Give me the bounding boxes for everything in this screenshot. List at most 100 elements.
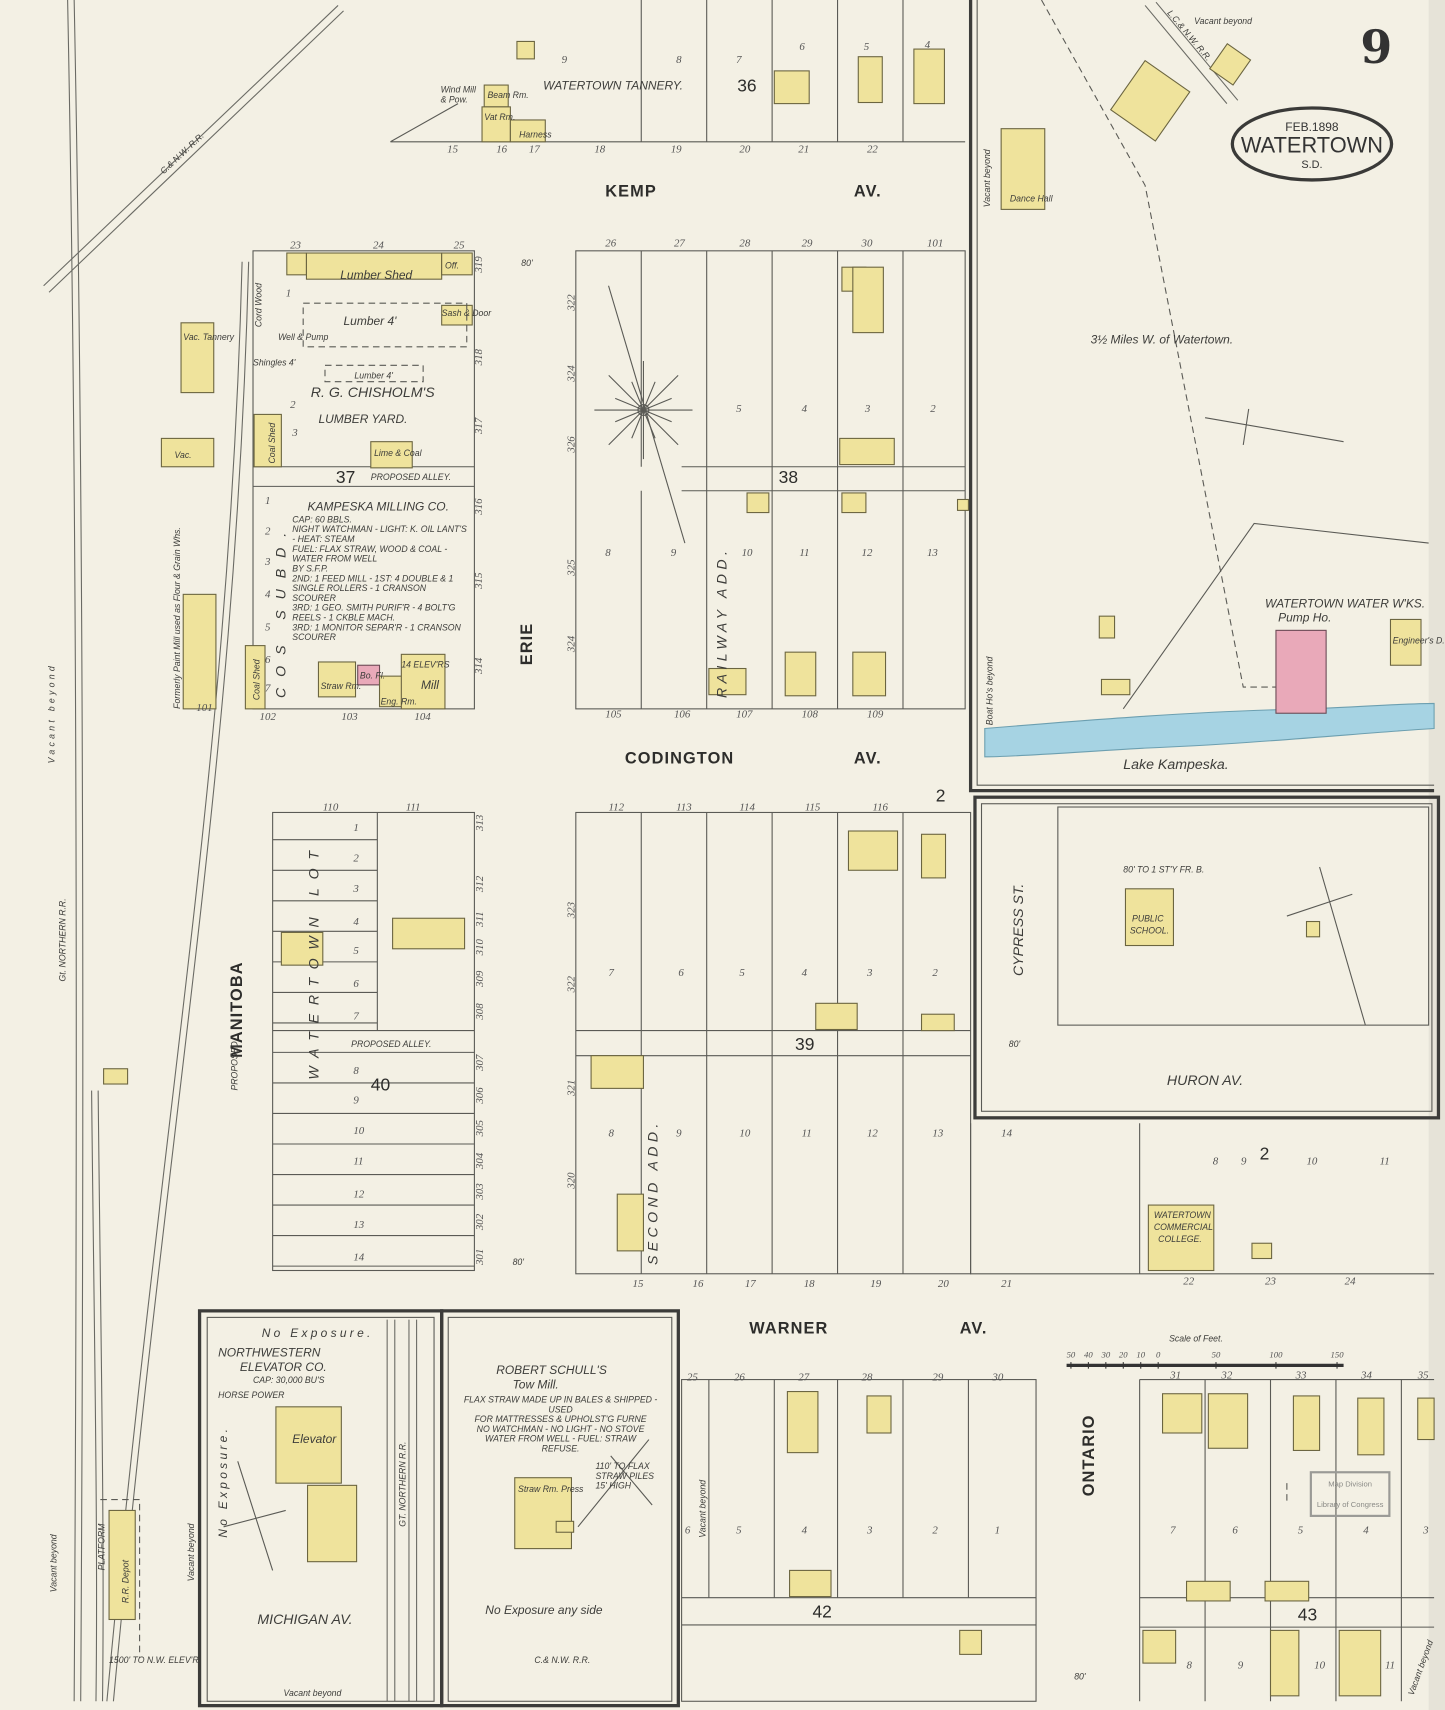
lake-label: Lake Kampeska.	[1123, 757, 1228, 773]
sheet-number: 9	[1360, 20, 1392, 74]
lot-number: 313	[474, 814, 486, 832]
tow-mill-piles: 110' TO FLAX STRAW PILES 15' HIGH	[595, 1461, 654, 1491]
compass-ray	[631, 381, 644, 411]
library-stamp: Map Division Library of Congress	[1309, 1471, 1391, 1517]
lot-number: 322	[566, 294, 578, 312]
lot-number: 18	[804, 1278, 815, 1290]
lot-number: 326	[566, 436, 578, 454]
lot-number: 8	[1213, 1156, 1219, 1168]
milling-boiler: Bo. Fl.	[360, 670, 385, 680]
lot-number: 21	[1001, 1278, 1012, 1290]
lot-number: 28	[739, 237, 750, 249]
lot-number: 106	[674, 709, 691, 721]
lot-number: 13	[932, 1127, 943, 1139]
sheet-ref-2b: 2	[1260, 1143, 1270, 1163]
lot-number: 8	[676, 54, 682, 66]
north-arrow-icon-water	[1204, 408, 1344, 446]
block-39: 39	[795, 1034, 814, 1054]
scale-tick-label: 50	[1067, 1350, 1076, 1360]
lot-number: 4	[353, 916, 359, 928]
lot-number: 9	[353, 1095, 359, 1107]
compass-ray	[608, 409, 644, 446]
lot-number: 113	[676, 801, 692, 813]
lot-number: 102	[260, 711, 277, 723]
lot-number: 1	[995, 1524, 1000, 1536]
lumber-office: Off.	[445, 260, 459, 270]
railroad-tracks	[43, 0, 1239, 1702]
proposed-label: PROPOSED	[230, 1040, 240, 1090]
rr-depot: R.R. Depot	[121, 1559, 131, 1603]
lot-number: 13	[927, 547, 938, 559]
lot-number: 34	[1360, 1369, 1372, 1381]
lot-number: 27	[674, 237, 685, 249]
sheet-state: S.D.	[1301, 159, 1322, 171]
lot-number: 5	[353, 945, 359, 957]
lot-number: 325	[566, 559, 578, 577]
elevator-label: Elevator	[292, 1432, 337, 1446]
street-cypress: CYPRESS ST.	[1011, 884, 1027, 976]
vacant-left-1: Vacant beyond	[47, 663, 57, 763]
scale-tick-label: 0	[1156, 1350, 1161, 1360]
north-arrow-icon	[594, 285, 693, 544]
vacant-building: Vac.	[174, 450, 191, 460]
milling-elevators: 14 ELEV'RS	[401, 659, 449, 669]
lot-number: 2	[265, 525, 271, 537]
lot-number: 114	[739, 801, 755, 813]
lot-number: 3	[866, 967, 873, 979]
lot-number: 3	[352, 883, 359, 895]
place-labels: WATERTOWN TANNERY. Beam Rm. Vat Rm. Harn…	[97, 78, 1445, 1697]
compass-ray	[642, 409, 656, 439]
vacant-left-3: Vacant beyond	[186, 1522, 196, 1581]
lake-kampeska	[984, 702, 1435, 758]
block-36: 36	[737, 76, 756, 96]
lot-number: 10	[1306, 1156, 1317, 1168]
block-numbers: 36 37 38 39 40 42 43 2 2 PROPOSED ALLEY.…	[336, 76, 1317, 1625]
lot-number: 24	[1345, 1276, 1356, 1288]
street-erie: ERIE	[518, 623, 536, 666]
lumber-shed-label: Lumber Shed	[340, 268, 412, 282]
lot-number: 323	[566, 901, 578, 919]
sheet-ref-2a: 2	[936, 786, 946, 806]
lot-number: 12	[862, 547, 873, 559]
lot-number: 320	[566, 1172, 578, 1190]
north-arrow-icon-elevator	[223, 1461, 286, 1571]
lot-number: 7	[609, 967, 615, 979]
lot-number: 2	[930, 403, 936, 415]
platform: PLATFORM	[97, 1523, 107, 1571]
lot-number: 2	[932, 1524, 938, 1536]
scale-tick-label: 30	[1100, 1350, 1110, 1360]
title-cartouche	[1230, 106, 1394, 182]
street-ontario: ONTARIO	[1080, 1414, 1098, 1496]
lot-number: 303	[474, 1183, 486, 1201]
lot-number: 301	[474, 1249, 486, 1266]
elevator-no-exposure-side: No Exposure.	[216, 1426, 230, 1538]
lot-number: 30	[991, 1372, 1003, 1384]
lot-number: 4	[265, 589, 271, 601]
lot-number: 15	[633, 1278, 644, 1290]
lot-number: 105	[605, 709, 622, 721]
well-pump: Well & Pump	[278, 332, 328, 342]
lot-number: 25	[687, 1372, 698, 1384]
sheet-date: FEB.1898	[1285, 120, 1339, 134]
vacant-right: Vacant beyond	[982, 148, 992, 207]
elevator-no-exposure: No Exposure.	[262, 1326, 374, 1340]
tow-mill-notes: FLAX STRAW MADE UP IN BALES & SHIPPED - …	[454, 1395, 668, 1454]
lot-number: 101	[927, 237, 943, 249]
lot-number: 317	[473, 417, 485, 435]
lot-number: 319	[473, 256, 485, 274]
map-frames	[197, 0, 1441, 1708]
lumber-pile-1: Lumber 4'	[344, 314, 398, 328]
lot-number: 5	[736, 403, 742, 415]
lot-number: 7	[736, 54, 742, 66]
dance-hall: Dance Hall	[1010, 194, 1054, 204]
street-codington-suffix: AV.	[854, 749, 882, 767]
lot-number: 24	[373, 240, 384, 252]
block-38: 38	[779, 467, 798, 487]
lot-number: 14	[1001, 1127, 1012, 1139]
compass-ray	[631, 409, 644, 439]
lot-number: 18	[594, 144, 605, 156]
lot-number: 15	[447, 144, 458, 156]
north-arrow-icon-school	[1286, 866, 1366, 1026]
street-width: 80'	[521, 258, 533, 268]
